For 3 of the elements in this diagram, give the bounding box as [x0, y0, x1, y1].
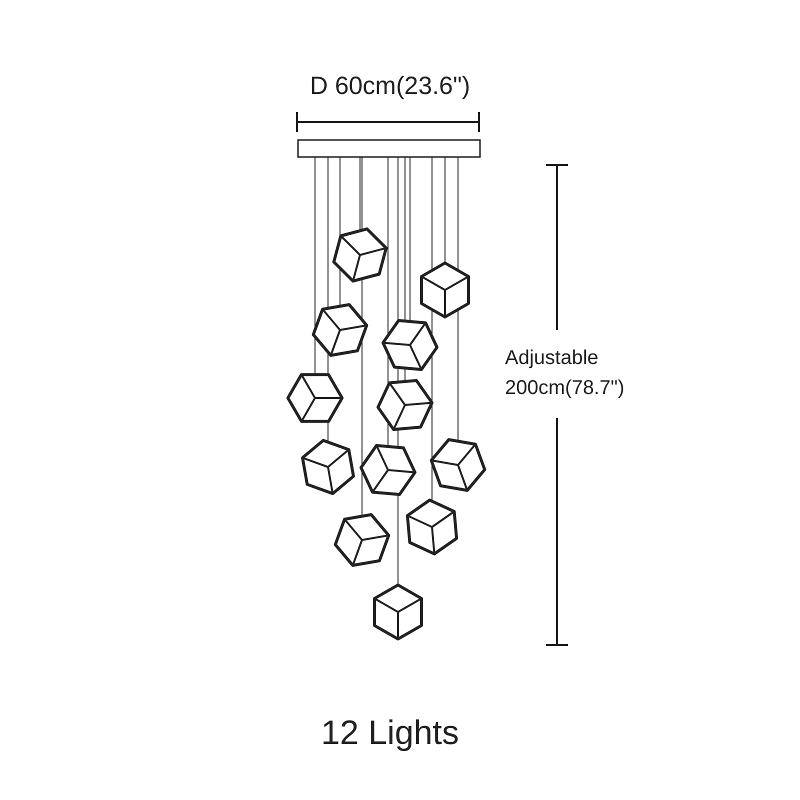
dimension-label: Adjustable 200cm(78.7"): [505, 346, 626, 401]
caption: 12 Lights: [320, 714, 460, 753]
dimension-label: D 60cm(23.6"): [308, 72, 472, 101]
